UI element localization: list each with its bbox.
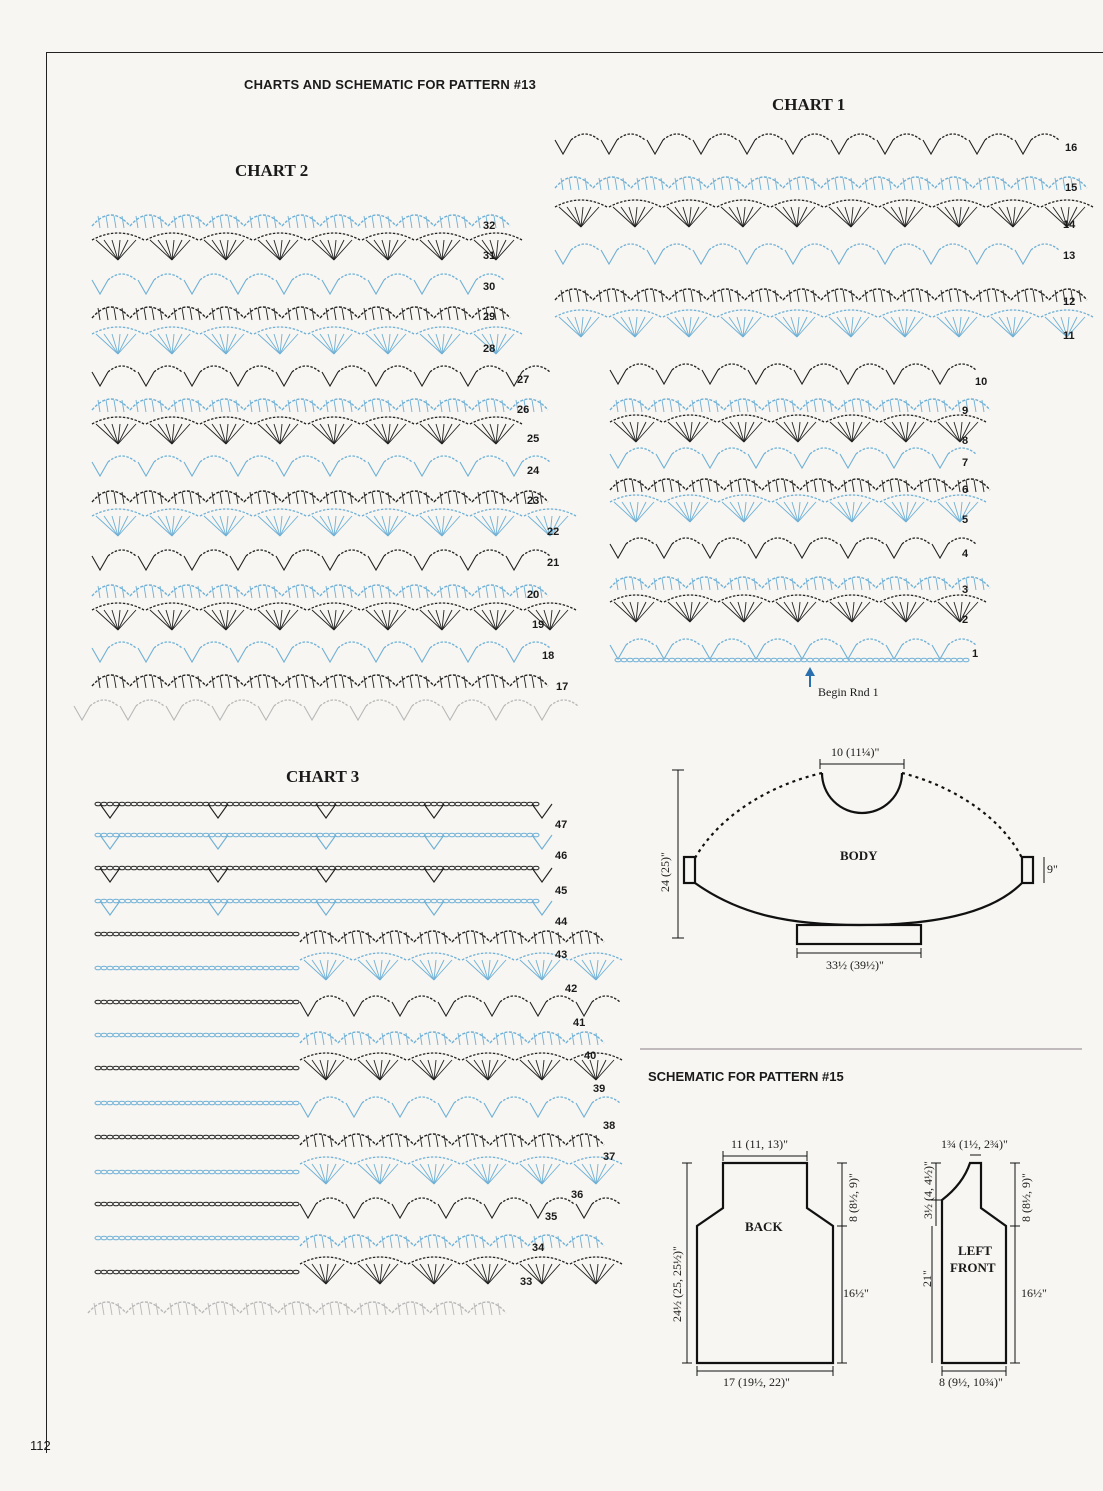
chart3-title: CHART 3 [286,767,360,786]
body-schematic [672,759,1045,958]
chart2-round-label: 21 [547,557,560,569]
front-neck-depth: 3½ (4, 4½)" [921,1161,935,1219]
chart1-round-label: 2 [962,614,969,626]
chart3-round-label: 40 [584,1050,597,1062]
chart2-round-label: 22 [547,526,560,538]
page-number: 112 [30,1438,51,1453]
chart2-round-label: 27 [517,374,530,386]
front-lower-height: 16½" [1021,1286,1047,1300]
front-top-width: 1¾ (1½, 2¾)" [941,1137,1008,1151]
chart3-round-label: 37 [603,1151,616,1163]
chart1-symbols [554,133,1094,663]
body-top-width: 10 (11¼)" [831,745,880,759]
body-height: 24 (25)" [658,852,672,892]
chart1-round-label: 12 [1063,296,1076,308]
chart3-round-label: 43 [555,949,568,961]
chart1-round-label: 8 [962,435,969,447]
chart3-round-label: 36 [571,1189,584,1201]
chart1-round-label: 16 [1065,142,1078,154]
chart3-round-label: 39 [593,1083,606,1095]
back-top-width: 11 (11, 13)" [731,1137,788,1151]
chart1-round-label: 1 [972,648,979,660]
chart2-round-label: 26 [517,404,530,416]
front-bottom-width: 8 (9½, 10¾)" [939,1375,1003,1389]
chart3-round-label: 38 [603,1120,616,1132]
chart2-round-label: 32 [483,220,496,232]
back-bottom-width: 17 (19½, 22)" [723,1375,790,1389]
chart1-round-label: 6 [962,484,969,496]
chart2-title: CHART 2 [235,161,309,180]
chart3-round-label: 45 [555,885,568,897]
chart3-round-label: 34 [532,1242,545,1254]
front-label-line1: LEFT [958,1243,992,1258]
chart1-round-label: 10 [975,376,988,388]
chart1-round-label: 15 [1065,182,1078,194]
body-label: BODY [840,848,878,863]
chart2-round-label: 23 [527,495,540,507]
chart2-round-label: 28 [483,343,496,355]
chart3-round-label: 35 [545,1211,558,1223]
begin-round-label: Begin Rnd 1 [818,685,879,699]
chart2-round-label: 19 [532,619,545,631]
body-side: 9" [1047,862,1058,876]
chart1-title: CHART 1 [772,95,846,114]
chart2-round-label: 20 [527,589,540,601]
chart3-round-label: 41 [573,1017,586,1029]
front-height: 21" [920,1270,934,1287]
chart1-round-label: 13 [1063,250,1076,262]
chart2-round-label: 17 [556,681,569,693]
back-lower-height: 16½" [843,1286,869,1300]
begin-arrow [805,667,815,687]
chart3-round-label: 44 [555,916,568,928]
pattern15-title: SCHEMATIC FOR PATTERN #15 [648,1069,844,1084]
chart2-round-label: 29 [483,311,496,323]
chart3-round-label: 42 [565,983,578,995]
front-upper-height: 8 (8½, 9)" [1019,1173,1033,1222]
chart1-round-label: 11 [1063,330,1075,342]
chart1-round-label: 14 [1063,219,1076,231]
chart3-round-label: 46 [555,850,568,862]
chart2-symbols [73,214,579,722]
chart1-round-label: 3 [962,584,969,596]
chart2-round-label: 24 [527,465,540,477]
chart2-round-label: 25 [527,433,540,445]
back-label: BACK [745,1219,783,1234]
back-upper-height: 8 (8½, 9)" [846,1173,860,1222]
chart2-round-label: 31 [483,250,496,262]
left-front-schematic [931,1154,1020,1376]
page-frame [46,52,1103,1453]
chart1-round-label: 7 [962,457,969,469]
chart2-round-label: 18 [542,650,555,662]
chart3-round-label: 33 [520,1276,533,1288]
front-label-line2: FRONT [950,1260,996,1275]
chart3-symbols [87,801,623,1316]
chart3-round-label: 47 [555,819,568,831]
chart1-round-label: 4 [962,548,969,560]
back-schematic [682,1151,847,1376]
back-total-height: 24½ (25, 25½)" [670,1246,684,1322]
body-bottom-width: 33½ (39½)" [826,958,884,972]
chart1-round-label: 9 [962,405,969,417]
chart2-round-label: 30 [483,281,496,293]
chart1-round-label: 5 [962,514,969,526]
page-header: CHARTS AND SCHEMATIC FOR PATTERN #13 [244,77,537,92]
